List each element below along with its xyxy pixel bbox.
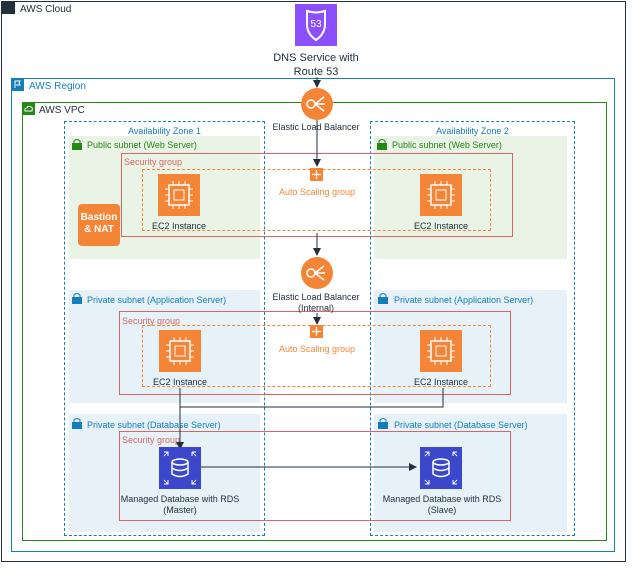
private-db-subnet-az2 [374,414,567,532]
availability-zone-2-label: Availability Zone 2 [436,126,509,136]
bastion-label-line2: & NAT [84,224,114,235]
lock-icon [377,139,387,150]
private-app-subnet-az1-label: Private subnet (Application Server) [87,295,227,305]
ec2-chip-icon [159,330,201,372]
lock-icon [72,139,82,150]
dns-label-line1: DNS Service with [273,52,359,64]
security-group-db-label: Security group [122,435,181,445]
lock-icon [72,293,82,304]
rds-database-icon [420,447,462,489]
region-flag-icon [11,78,24,91]
auto-scaling-group-web-label: Auto Scaling group [278,187,356,197]
security-group-web-label: Security group [124,157,183,167]
aws-cloud-icon [1,1,15,14]
rds-master-label-line1: Managed Database with RDS [120,494,240,504]
rds-slave-label-line2: (Slave) [427,505,457,515]
bastion-nat-box: Bastion & NAT [78,204,120,246]
ec2-az2-to-rds-line [180,388,444,408]
private-app-subnet-az2 [374,290,567,403]
public-subnet-az2 [374,136,567,259]
rds-database-icon [159,447,201,489]
load-balancer-icon [301,88,333,120]
availability-zone-2 [370,121,575,536]
lock-icon [378,293,388,304]
route53-icon: 53 [295,4,337,46]
ec2-web-az1-label: EC2 Instance [151,221,207,231]
aws-vpc-label: AWS VPC [39,105,85,116]
private-db-subnet-az2-label: Private subnet (Database Server) [394,420,528,430]
lock-icon [378,418,388,429]
security-group-app [119,311,511,395]
ec2-chip-icon [420,174,462,216]
elb-internal-label-line1: Elastic Load Balancer [272,292,360,302]
public-subnet-az1-label: Public subnet (Web Server) [87,140,197,150]
dns-label-line2: Route 53 [293,66,339,78]
public-subnet-az2-label: Public subnet (Web Server) [392,140,502,150]
bastion-label-line1: Bastion [80,212,118,223]
rds-master-label-line2: (Master) [163,505,197,515]
aws-cloud-label: AWS Cloud [20,4,72,15]
elb-public-label: Elastic Load Balancer [272,122,360,132]
security-group-app-label: Security group [122,316,181,326]
elb-internal-label-line2: (Internal) [297,303,334,313]
private-app-subnet-az2-label: Private subnet (Application Server) [394,295,534,305]
route53-badge: 53 [310,19,322,30]
ec2-chip-icon [158,174,200,216]
security-group-db [119,431,511,521]
auto-scaling-icon [310,168,323,181]
ec2-app-az2-label: EC2 Instance [413,377,469,387]
ec2-web-az2-label: EC2 Instance [413,221,469,231]
aws-cloud-group [1,1,626,562]
aws-region-group [11,78,615,552]
vpc-cloud-icon [22,102,35,115]
lock-icon [72,418,82,429]
rds-slave-label-line1: Managed Database with RDS [382,494,502,504]
auto-scaling-group-app-label: Auto Scaling group [278,344,356,354]
load-balancer-icon [301,257,333,289]
aws-region-label: AWS Region [29,81,86,92]
ec2-app-az1-label: EC2 Instance [152,377,208,387]
auto-scaling-icon [310,325,323,338]
ec2-chip-icon [420,330,462,372]
availability-zone-1-label: Availability Zone 1 [128,126,201,136]
private-db-subnet-az1-label: Private subnet (Database Server) [87,420,221,430]
availability-zone-1 [64,121,265,536]
